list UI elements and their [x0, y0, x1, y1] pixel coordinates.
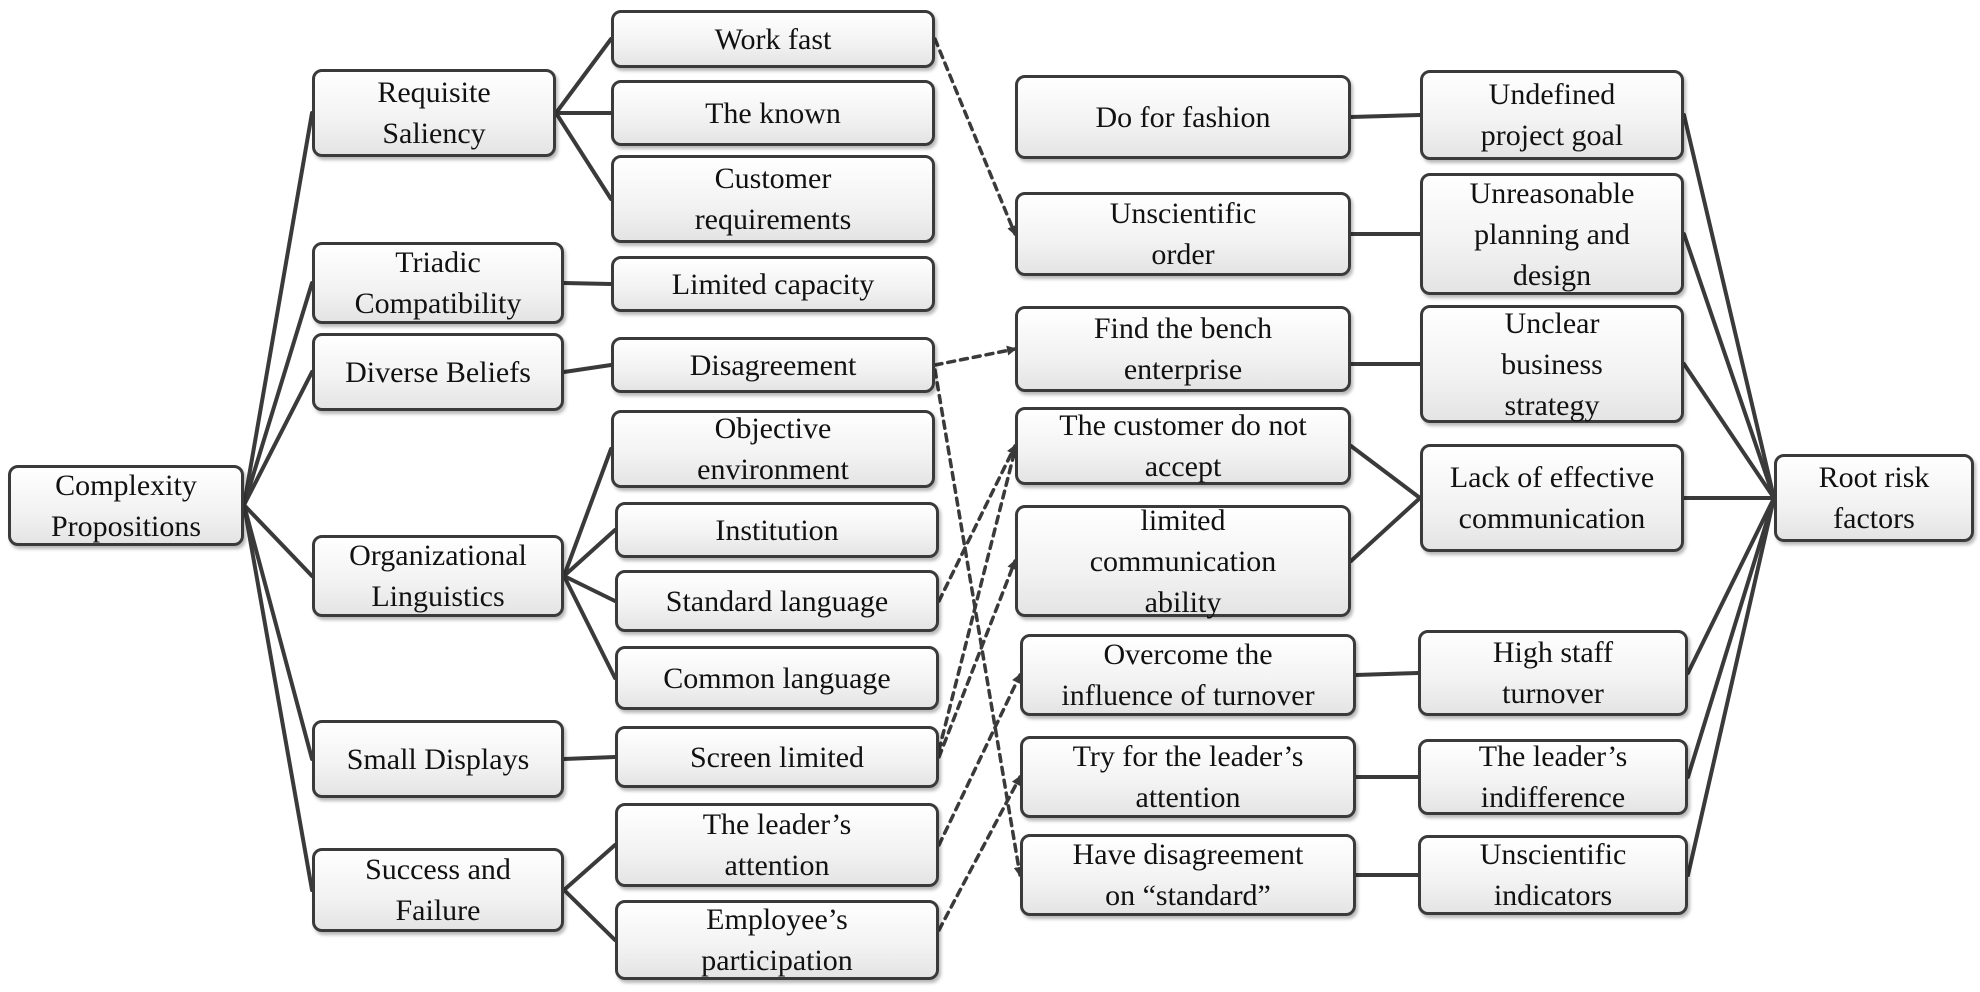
sub-work-fast: Work fast [611, 10, 935, 68]
factor-unclear-business-strategy: Unclear business strategy [1420, 305, 1684, 423]
factor-undefined-project-goal: Undefined project goal [1420, 70, 1684, 160]
factor-leaders-indifference: The leader’s indifference [1418, 739, 1688, 815]
factor-unreasonable-planning: Unreasonable planning and design [1420, 173, 1684, 295]
link-linguistics-institution [562, 528, 617, 578]
factor-high-staff-turnover: High staff turnover [1418, 630, 1688, 716]
category-success-failure: Success and Failure [312, 848, 564, 932]
sub-objective-environment: Objective environment [611, 410, 935, 488]
arrow-screen-limited-to-limited-communication [937, 559, 1017, 759]
arrow-disagreement-to-find-bench [933, 345, 1017, 367]
sub-the-known: The known [611, 80, 935, 146]
link-root-diverse-beliefs [242, 370, 314, 507]
link-linguistics-objective-environment [562, 447, 613, 578]
arrow-screen-limited-to-customer-not-accept [937, 448, 1018, 752]
arrow-employees-participation-to-try-attention [937, 775, 1022, 932]
link-success-leaders-attention [562, 843, 617, 892]
link-high-turnover-end [1686, 496, 1776, 675]
factor-lack-communication: Lack of effective communication [1420, 444, 1684, 552]
category-triadic-compatibility: Triadic Compatibility [312, 242, 564, 324]
link-indicators-end [1686, 496, 1776, 877]
mid-limited-communication: limited communication ability [1015, 504, 1351, 619]
link-displays-screen-limited [562, 755, 617, 761]
sub-customer-requirements: Customer requirements [611, 155, 935, 243]
arrow-work-fast-to-unscientific-order [933, 37, 1017, 236]
mid-overcome-turnover: Overcome the influence of turnover [1020, 634, 1356, 716]
link-limited-lack-communication [1349, 496, 1422, 563]
arrow-leaders-attention-to-overcome-turnover [937, 673, 1022, 847]
mid-try-leaders-attention: Try for the leader’s attention [1020, 736, 1356, 818]
sub-common-language: Common language [615, 646, 939, 710]
sub-screen-limited: Screen limited [615, 726, 939, 788]
link-customer-lack-communication [1349, 444, 1422, 500]
link-saliency-customer-requirements [554, 111, 613, 201]
link-fashion-undefined-goal [1349, 113, 1422, 119]
factor-unscientific-indicators: Unscientific indicators [1418, 835, 1688, 915]
sub-institution: Institution [615, 502, 939, 558]
sub-leaders-attention: The leader’s attention [615, 803, 939, 887]
category-requisite-saliency: Requisite Saliency [312, 69, 556, 157]
link-undefined-goal-end [1682, 113, 1776, 500]
mid-disagreement-standard: Have disagreement on “standard” [1020, 834, 1356, 916]
link-linguistics-standard-language [562, 574, 617, 603]
link-unclear-strategy-end [1682, 362, 1776, 500]
sub-disagreement: Disagreement [611, 337, 935, 393]
sub-employees-participation: Employee’s participation [615, 900, 939, 980]
category-organizational-linguistics: Organizational Linguistics [312, 535, 564, 617]
link-unreasonable-planning-end [1682, 232, 1776, 500]
end-root-risk-factors: Root risk factors [1774, 454, 1974, 542]
mid-find-bench-enterprise: Find the bench enterprise [1015, 306, 1351, 392]
link-saliency-work-fast [554, 37, 613, 115]
link-root-organizational-linguistics [242, 503, 314, 578]
sub-limited-capacity: Limited capacity [611, 256, 935, 312]
arrow-disagreement-to-disagreement-standard [933, 368, 1024, 877]
link-beliefs-disagreement [562, 363, 613, 374]
link-turnover-high-turnover [1354, 671, 1420, 677]
link-root-triadic-compatibility [242, 281, 314, 507]
mid-unscientific-order: Unscientific order [1015, 192, 1351, 276]
category-diverse-beliefs: Diverse Beliefs [312, 333, 564, 411]
link-indifference-end [1686, 496, 1776, 779]
link-root-small-displays [242, 503, 314, 761]
mid-do-for-fashion: Do for fashion [1015, 75, 1351, 159]
link-triadic-limited-capacity [562, 281, 613, 286]
link-success-employees-participation [562, 888, 617, 942]
sub-standard-language: Standard language [615, 570, 939, 632]
link-root-requisite-saliency [242, 111, 314, 507]
root-node: Complexity Propositions [8, 465, 244, 546]
category-small-displays: Small Displays [312, 720, 564, 798]
mid-customer-not-accept: The customer do not accept [1015, 407, 1351, 485]
link-root-success-failure [242, 503, 314, 892]
link-linguistics-common-language [562, 574, 617, 680]
arrow-standard-language-to-customer-not-accept [937, 444, 1017, 603]
